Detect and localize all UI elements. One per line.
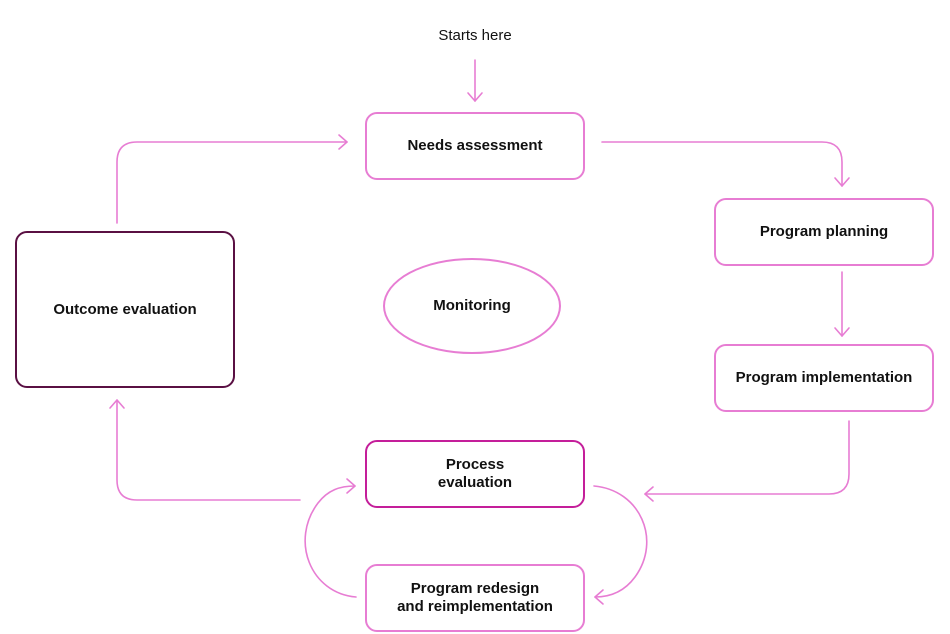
program-redesign-label-line2: and reimplementation <box>397 598 553 615</box>
outcome-evaluation-label: Outcome evaluation <box>53 300 197 318</box>
needs-assessment-label: Needs assessment <box>407 137 543 154</box>
program-implementation-node: Program implementation <box>714 344 934 412</box>
monitoring-node: Monitoring <box>383 258 561 354</box>
arrow-implementation-to-process <box>644 420 850 495</box>
monitoring-label: Monitoring <box>433 297 511 314</box>
arrowhead-needs <box>338 134 348 150</box>
program-redesign-node: Program redesign and reimplementation <box>365 564 585 632</box>
outcome-evaluation-node: Outcome evaluation <box>15 231 235 388</box>
process-evaluation-node: Process evaluation <box>365 440 585 508</box>
program-planning-node: Program planning <box>714 198 934 266</box>
start-label: Starts here <box>438 27 512 44</box>
arrowhead-implementation <box>834 327 850 337</box>
arrowhead-redesign <box>594 589 604 605</box>
arrowhead-planning <box>834 177 850 187</box>
arrowhead-process-right <box>644 486 654 502</box>
arrowhead-start <box>467 92 483 102</box>
program-planning-label: Program planning <box>759 223 889 240</box>
needs-assessment-node: Needs assessment <box>365 112 585 180</box>
arrow-process-to-redesign <box>593 485 648 598</box>
arrow-needs-to-planning <box>601 141 843 187</box>
arrowhead-process-left <box>346 478 356 494</box>
arrowhead-outcome <box>109 399 125 409</box>
process-evaluation-label-line1: Process <box>445 456 505 473</box>
process-evaluation-label-line2: evaluation <box>437 474 513 491</box>
arrow-outcome-to-needs <box>116 141 348 224</box>
program-redesign-label-line1: Program redesign <box>410 580 540 597</box>
arrow-process-to-outcome <box>116 399 301 501</box>
arrow-redesign-to-process <box>304 485 357 598</box>
program-implementation-label: Program implementation <box>735 369 913 386</box>
